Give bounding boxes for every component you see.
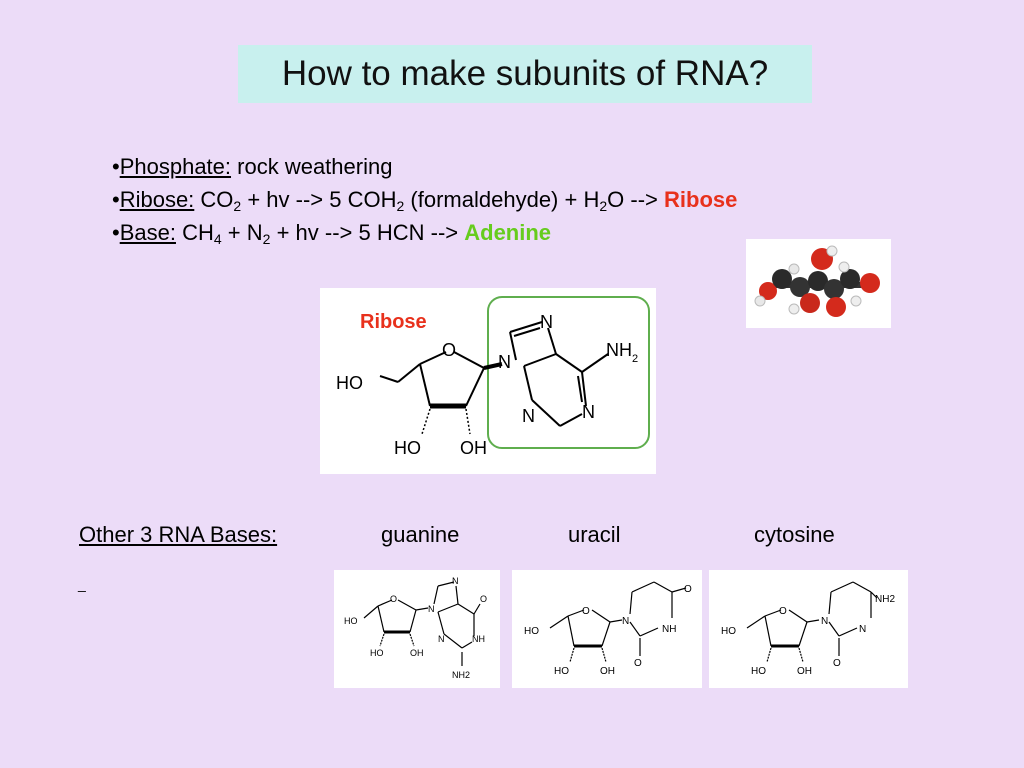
u-ho-label: HO (524, 626, 539, 637)
uridine-structure: O HO HO OH N O NH O (524, 581, 692, 677)
n3-label: N (522, 406, 535, 426)
g-o-label-2: O (480, 594, 487, 604)
uridine-figure: O HO HO OH N O NH O (512, 570, 702, 688)
bullet-ribose: •Ribose: CO2 + hv --> 5 COH2 (formaldehy… (112, 183, 737, 216)
c-oh-label: OH (797, 666, 812, 677)
guanosine-structure: O HO HO OH N N N O NH NH2 (344, 576, 487, 680)
ribose-result: Ribose (664, 187, 738, 212)
base-eq-sub-1: 4 (213, 231, 222, 247)
g-nh2-label: NH2 (452, 670, 470, 680)
bullet-list: •Phosphate: rock weathering •Ribose: CO2… (112, 150, 737, 249)
adenosine-structure: Ribose O HO HO OH (336, 296, 650, 458)
bullet-phosphate: •Phosphate: rock weathering (112, 150, 737, 183)
g-oh-label: OH (410, 648, 424, 658)
guanine-label: guanine (381, 522, 460, 547)
u-o-label-2: O (684, 584, 692, 595)
c-n-label-2: N (859, 624, 866, 635)
u-o-label-3: O (634, 658, 642, 669)
ribose-eq-2: + hv --> 5 COH (247, 187, 397, 212)
ring-oxygen-label: O (442, 340, 456, 360)
c-o-label-2: O (833, 658, 841, 669)
n7-label: N (540, 312, 553, 332)
ribose-eq-1: CO (200, 187, 234, 212)
ribose-label: Ribose: (119, 187, 195, 212)
ho-label: HO (336, 373, 363, 393)
phosphate-label: Phosphate: (119, 154, 232, 179)
c-ho-label: HO (721, 626, 736, 637)
cytosine-label: cytosine (754, 522, 835, 547)
other-bases-label: Other 3 RNA Bases: (79, 522, 278, 547)
base-eq-2: + N (227, 220, 263, 245)
bullet-base: •Base: CH4 + N2 + hv --> 5 HCN --> Adeni… (112, 216, 737, 249)
g-n-label: N (428, 604, 435, 614)
ribose-molecule-model (746, 239, 891, 328)
bullet-marker: • (112, 154, 120, 179)
cytidine-figure: O HO HO OH N NH2 N O (709, 570, 908, 688)
ribose-eq-3: (formaldehyde) + H (410, 187, 600, 212)
g-o-label: O (390, 594, 397, 604)
adenosine-figure: Ribose O HO HO OH (320, 288, 656, 474)
c-o-label: O (779, 606, 787, 617)
nh2-label: NH (606, 340, 632, 360)
phosphate-text: rock weathering (237, 154, 393, 179)
oh-label: OH (460, 438, 487, 458)
g-nh-label: NH (472, 634, 485, 644)
ribose-figure-label: Ribose (360, 311, 427, 333)
c-nh2-label: NH2 (875, 594, 895, 605)
base-label: Base: (119, 220, 176, 245)
guanosine-figure: O HO HO OH N N N O NH NH2 (334, 570, 500, 688)
slide-title: How to make subunits of RNA? (281, 54, 769, 93)
bullet-marker: • (112, 187, 120, 212)
n1-label: N (582, 402, 595, 422)
cytidine-structure: O HO HO OH N NH2 N O (721, 581, 895, 677)
bullet-marker: • (112, 220, 120, 245)
adenine-highlight-box (487, 296, 650, 449)
base-eq-sub-2: 2 (262, 231, 271, 247)
n9-label: N (498, 352, 511, 372)
ribose-eq-sub-2: 2 (396, 198, 405, 214)
ribose-eq-sub-1: 2 (233, 198, 242, 214)
u-oh-label: OH (600, 666, 615, 677)
g-ho-label: HO (344, 616, 358, 626)
nh2-subscript: 2 (632, 353, 638, 365)
title-box: How to make subunits of RNA? (238, 45, 812, 103)
u-n-label: N (622, 616, 629, 627)
molecule-model-image (754, 245, 880, 317)
base-eq-1: CH (182, 220, 214, 245)
uracil-label: uracil (568, 522, 621, 547)
u-nh-label: NH (662, 624, 676, 635)
base-eq-3: + hv --> 5 HCN --> (276, 220, 459, 245)
g-ho-label-2: HO (370, 648, 384, 658)
ho-label-2: HO (394, 438, 421, 458)
adenine-result: Adenine (464, 220, 552, 245)
u-o-label: O (582, 606, 590, 617)
u-ho-label-2: HO (554, 666, 569, 677)
c-ho-label-2: HO (751, 666, 766, 677)
g-n-label-3: N (438, 634, 445, 644)
g-n-label-2: N (452, 576, 459, 586)
ribose-eq-sub-3: 2 (599, 198, 608, 214)
small-dash: _ (78, 576, 86, 592)
ribose-eq-4: O --> (607, 187, 658, 212)
c-n-label: N (821, 616, 828, 627)
